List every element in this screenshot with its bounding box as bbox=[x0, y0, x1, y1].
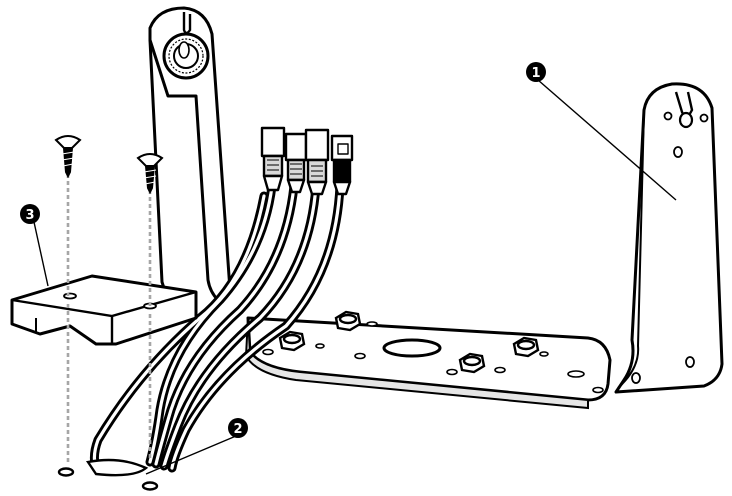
bracket-base bbox=[244, 310, 612, 410]
nut-3 bbox=[458, 352, 486, 374]
screw-guide-lines bbox=[66, 174, 152, 464]
callout-1-label: 1 bbox=[531, 66, 540, 81]
leader-line-1 bbox=[537, 79, 677, 201]
leader-lines bbox=[33, 79, 677, 475]
connector-2 bbox=[284, 132, 308, 194]
callout-3: 3 bbox=[20, 204, 40, 224]
connector-3 bbox=[304, 128, 330, 196]
callout-3-label: 3 bbox=[25, 208, 34, 223]
connector-1 bbox=[260, 126, 286, 192]
leader-line-3 bbox=[33, 221, 49, 287]
cable-bundle bbox=[89, 181, 345, 473]
leader-line-2 bbox=[145, 435, 237, 475]
nut-1 bbox=[278, 330, 306, 352]
cable-connectors bbox=[260, 126, 354, 196]
tilt-knob bbox=[162, 32, 210, 80]
base-holes bbox=[262, 321, 604, 394]
cover-plate bbox=[10, 274, 198, 346]
bracket-right-arm bbox=[614, 82, 724, 394]
callout-2: 2 bbox=[228, 418, 248, 438]
mounting-surface-holes bbox=[57, 458, 159, 491]
callout-1: 1 bbox=[526, 62, 546, 82]
screw-left bbox=[54, 135, 82, 179]
nut-2 bbox=[334, 310, 362, 332]
connector-4 bbox=[330, 134, 354, 196]
base-center-hole bbox=[382, 338, 442, 358]
base-nuts bbox=[278, 310, 540, 374]
nut-4 bbox=[512, 336, 540, 358]
callout-2-label: 2 bbox=[233, 422, 242, 437]
screw-right bbox=[136, 153, 164, 195]
